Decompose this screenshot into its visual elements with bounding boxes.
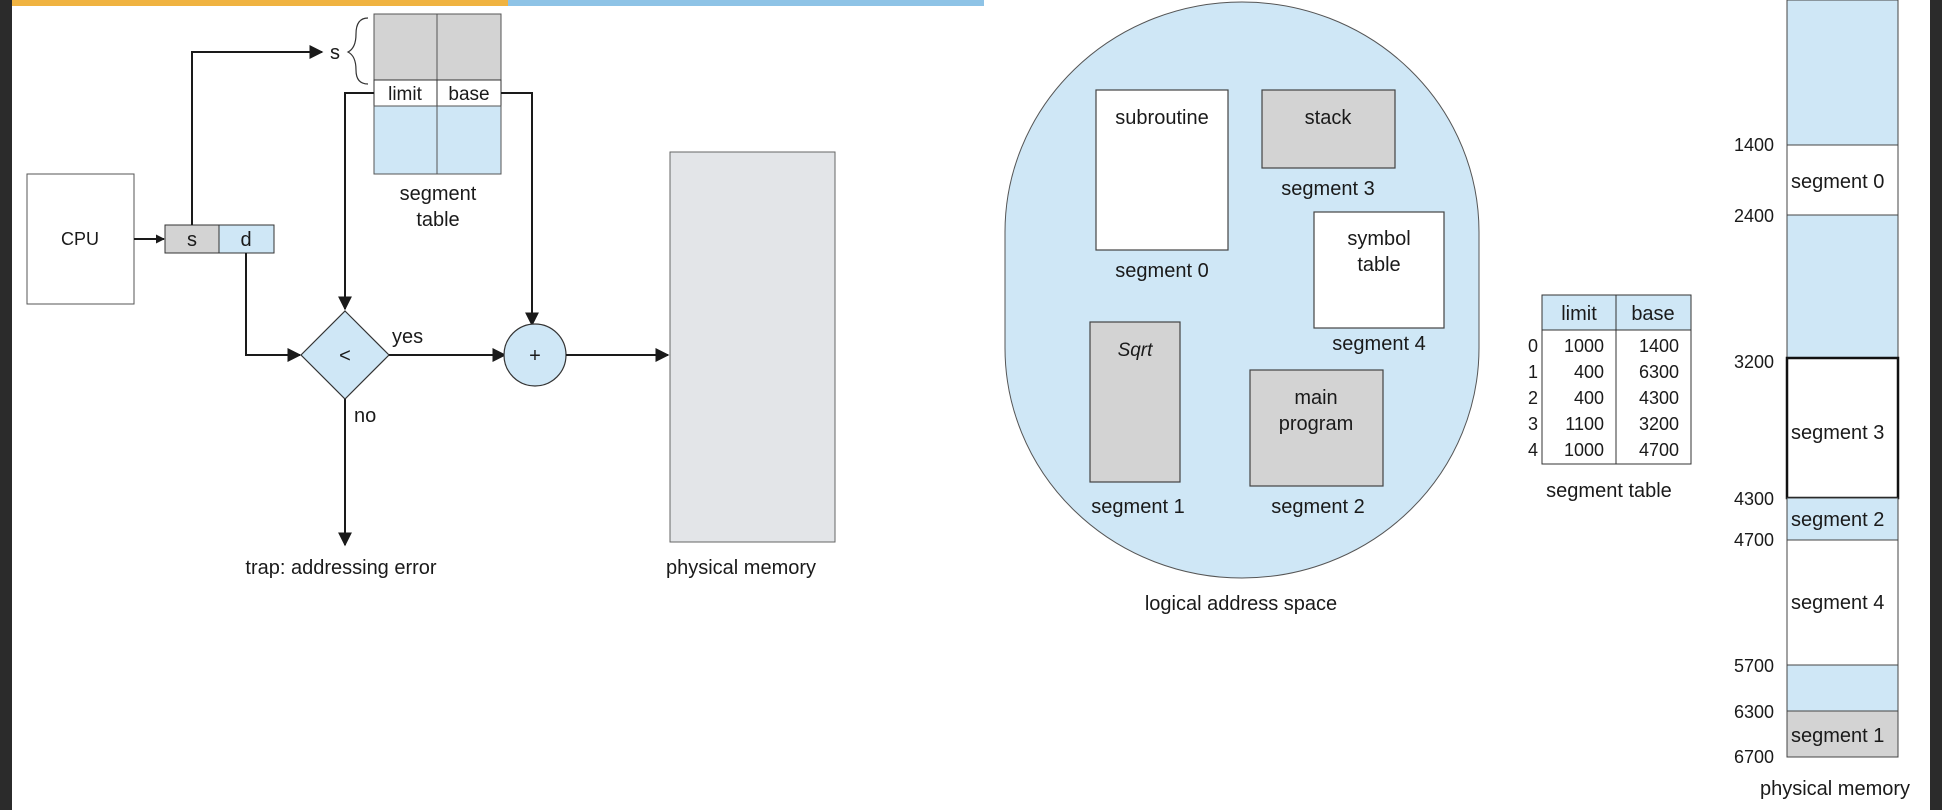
diagram-canvas: CPU s d s limit base segment table: [26, 0, 1910, 800]
row-index: 1: [1528, 362, 1538, 382]
symbol-table-label-line2: table: [1357, 254, 1400, 276]
limit-to-compare-arrow: [338, 92, 374, 311]
segment-table: limit base 0 1000 1400 1 400 6300 2 400: [1528, 294, 1692, 502]
segment-table-caption: segment table: [1546, 480, 1672, 502]
table-row: 4 1000 4700: [1528, 440, 1679, 460]
memory-segment-4-label: segment 4: [1791, 592, 1884, 614]
table-row: 0 1000 1400: [1528, 336, 1679, 356]
row-index: 2: [1528, 388, 1538, 408]
memory-segment-1: [1786, 710, 1899, 758]
table-row: 2 400 4300: [1528, 388, 1679, 408]
segment-table-cell: [373, 105, 438, 175]
segment-2-caption: segment 2: [1271, 496, 1364, 518]
sqrt-label: Sqrt: [1118, 340, 1154, 361]
memory-segment-2: [1786, 497, 1899, 541]
row-limit: 1000: [1564, 440, 1604, 460]
top-accent-orange: [12, 0, 508, 6]
seg-table-header-base: base: [1631, 303, 1674, 325]
segment-1-caption: segment 1: [1091, 496, 1184, 518]
segment-0-caption: segment 0: [1115, 260, 1208, 282]
s-pointer-label: s: [330, 42, 340, 64]
row-limit: 400: [1574, 388, 1604, 408]
memory-segment-3-label: segment 3: [1791, 422, 1884, 444]
memory-segment-4: [1786, 539, 1899, 666]
row-base: 4300: [1639, 388, 1679, 408]
address-label: 6300: [1734, 702, 1774, 722]
compare-operator: <: [339, 345, 351, 367]
base-label: base: [448, 84, 489, 105]
free-memory-block: [1786, 664, 1899, 712]
address-label: 3200: [1734, 352, 1774, 372]
subroutine-label: subroutine: [1115, 107, 1208, 129]
base-header-cell: [1615, 294, 1692, 331]
row-index: 3: [1528, 414, 1538, 434]
cpu-label: CPU: [61, 229, 99, 249]
free-memory-block: [1786, 0, 1899, 146]
address-d-label: d: [240, 229, 251, 251]
row-index: 0: [1528, 336, 1538, 356]
physical-memory-title: physical memory: [1760, 778, 1910, 800]
row-limit: 1100: [1565, 414, 1604, 434]
address-s-label: s: [187, 229, 197, 251]
stack-block: [1261, 89, 1396, 169]
base-to-adder-arrow: [501, 92, 539, 327]
segment-table-caption-line1: segment: [400, 183, 477, 205]
symbol-table-label-line1: symbol: [1347, 228, 1410, 250]
table-row: 3 1100 3200: [1528, 414, 1679, 434]
stack-label: stack: [1305, 107, 1353, 129]
limit-label: limit: [388, 84, 422, 105]
physical-memory-label: physical memory: [666, 557, 816, 579]
address-s-field: [164, 224, 220, 254]
segment-table-caption-line2: table: [416, 209, 459, 231]
segment-4-caption: segment 4: [1332, 333, 1425, 355]
main-program-label-line2: program: [1279, 413, 1353, 435]
free-memory-block: [1786, 214, 1899, 359]
segment-table-cell: [373, 13, 438, 81]
address-label: 1400: [1734, 135, 1774, 155]
memory-segment-1-label: segment 1: [1791, 725, 1884, 747]
seg-table-header-limit: limit: [1561, 303, 1597, 325]
physical-memory-block: [669, 151, 836, 543]
segment-table-cell: [436, 105, 502, 175]
table-row: 1 400 6300: [1528, 362, 1679, 382]
row-limit: 1000: [1564, 336, 1604, 356]
no-label: no: [354, 405, 376, 427]
cpu-box: [26, 173, 135, 305]
row-base: 3200: [1639, 414, 1679, 434]
limit-header-cell: [1541, 294, 1617, 331]
memory-segment-0-label: segment 0: [1791, 171, 1884, 193]
s-index-arrow: [191, 45, 324, 225]
address-label: 4700: [1734, 530, 1774, 550]
row-base: 4700: [1639, 440, 1679, 460]
address-label: 5700: [1734, 656, 1774, 676]
s-brace: [346, 17, 369, 85]
sqrt-block: [1089, 321, 1181, 483]
offset-to-compare-arrow: [245, 253, 302, 362]
row-index: 4: [1528, 440, 1538, 460]
segment-3-caption: segment 3: [1281, 178, 1374, 200]
segmentation-hardware-diagram: CPU s d s limit base segment table: [26, 13, 836, 579]
address-label: 6700: [1734, 747, 1774, 767]
memory-segment-0: [1786, 144, 1899, 216]
main-program-label-line1: main: [1294, 387, 1337, 409]
trap-label: trap: addressing error: [245, 557, 437, 579]
symbol-table-block: [1313, 211, 1445, 329]
main-program-block: [1249, 369, 1384, 487]
memory-segment-2-label: segment 2: [1791, 509, 1884, 531]
row-base: 6300: [1639, 362, 1679, 382]
subroutine-block: [1095, 89, 1229, 251]
address-label: 4300: [1734, 489, 1774, 509]
adder-operator: +: [529, 345, 541, 367]
physical-memory-map: segment 0 segment 3 segment 2 segment 4 …: [1734, 0, 1910, 800]
segmentation-example-diagram: subroutine segment 0 stack segment 3 sym…: [1004, 0, 1910, 800]
segment-table-cell: [436, 13, 502, 81]
logical-address-space-label: logical address space: [1145, 593, 1337, 615]
yes-label: yes: [392, 326, 423, 348]
address-label: 2400: [1734, 206, 1774, 226]
row-limit: 400: [1574, 362, 1604, 382]
row-base: 1400: [1639, 336, 1679, 356]
top-accent-blue: [508, 0, 984, 6]
memory-segment-3: [1785, 356, 1900, 500]
